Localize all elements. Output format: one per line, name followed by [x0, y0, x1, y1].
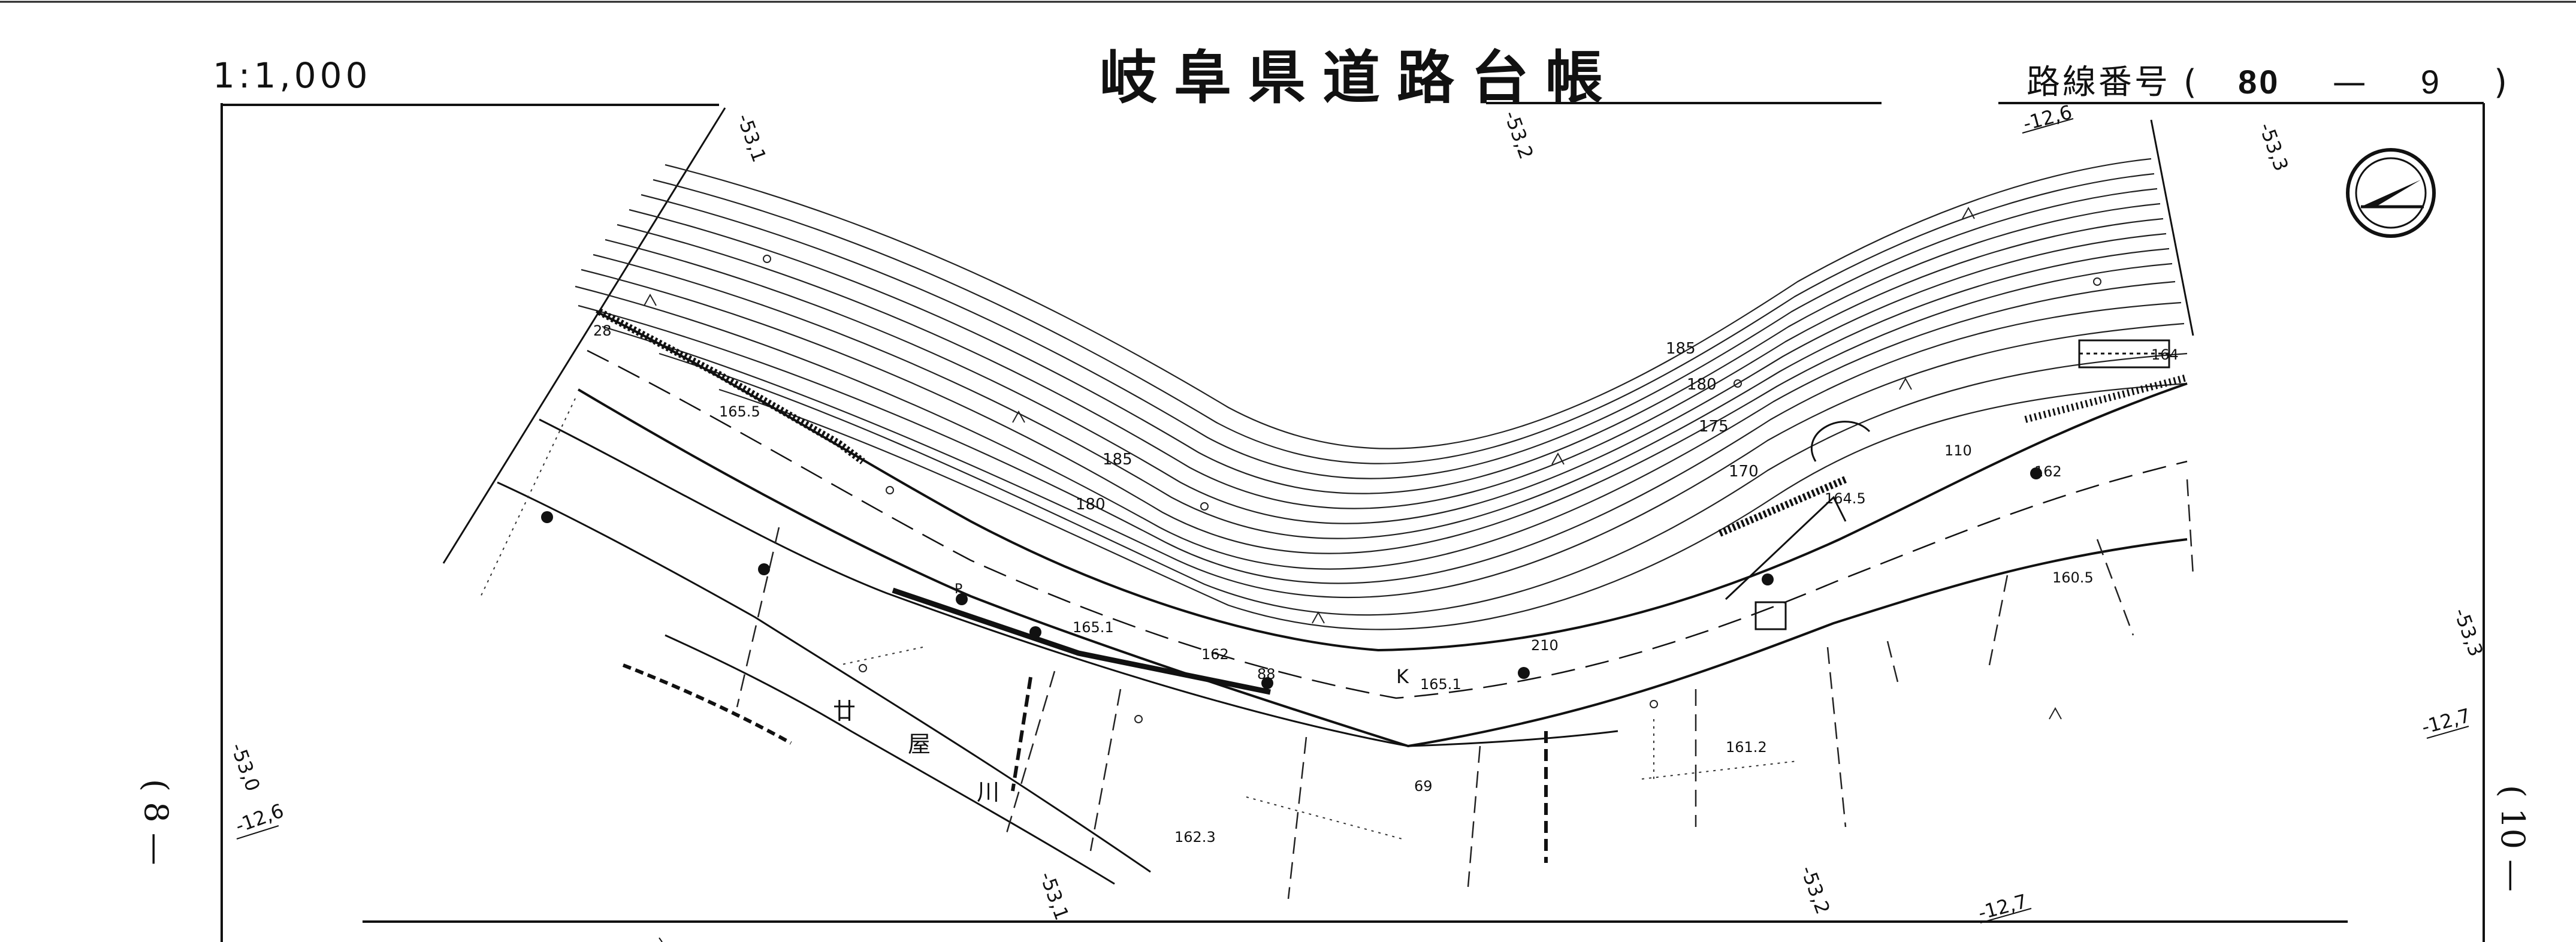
route-dash: — — [2332, 63, 2369, 102]
elev-1623: 162.3 — [1174, 829, 1216, 846]
grid-bottom-3: -12,7 — [1976, 890, 2030, 925]
elev-1651b: 165.1 — [1420, 676, 1461, 693]
elevation-labels: 165.5 165.1 165.1 164.5 164 162 160.5 16… — [593, 322, 2179, 846]
contour-lines — [575, 158, 2188, 630]
mark-p: P — [955, 582, 962, 597]
mark-162: 162 — [1201, 646, 1229, 663]
grid-labels: -53,1 -53,2 -53,3 -12,6 -53,0 -12,6 -53,… — [226, 101, 2487, 925]
elev-1605: 160.5 — [2052, 569, 2094, 586]
building-small — [1754, 601, 1787, 630]
contour-label-170: 170 — [1729, 463, 1759, 481]
route-page-number: 9 — [2420, 63, 2442, 101]
parcel-boundaries — [736, 479, 2194, 899]
map-scale: 1:1,000 — [213, 55, 372, 96]
elev-164: 164 — [2151, 346, 2179, 363]
road-edges — [539, 310, 2188, 748]
grid-right-2: -12,7 — [2419, 704, 2473, 739]
grid-right-1: -53,3 — [2449, 605, 2487, 660]
north-arrow-icon — [2346, 148, 2436, 238]
route-open: ( — [2183, 63, 2199, 102]
contour-label-180: 180 — [1076, 496, 1106, 514]
elev-1655: 165.5 — [719, 403, 760, 420]
route-close: ) — [2494, 63, 2509, 102]
contour-label-175: 175 — [1699, 418, 1729, 436]
route-label: 路線番号 — [2027, 63, 2170, 102]
elev-1645: 164.5 — [1825, 490, 1866, 507]
parcel-boundaries-dotted — [479, 398, 1798, 840]
grid-bottom-1: -53,1 — [1035, 869, 1073, 923]
mark-k: K — [1396, 665, 1409, 688]
elev-1612: 161.2 — [1726, 739, 1767, 756]
grid-left-1: -53,0 — [226, 740, 264, 795]
grid-bottom-2: -53,2 — [1796, 863, 1834, 917]
grid-top-4: -12,6 — [2021, 101, 2074, 135]
map-title: 岐阜県道路台帳 — [1100, 44, 1620, 111]
route-main-number: 80 — [2238, 63, 2281, 101]
structures — [1011, 339, 2170, 863]
survey-points — [541, 467, 2042, 689]
contour-labels: 185 180 185 180 175 170 — [1076, 340, 1759, 514]
next-sheet-indicator: ( 10 — — [2494, 785, 2532, 892]
river-char-1: 廿 — [833, 698, 856, 724]
grid-top-3: -53,3 — [2254, 120, 2293, 174]
grid-top-1: -53,1 — [732, 111, 771, 165]
river-banks — [497, 481, 1151, 885]
sheet-boundary — [442, 107, 2194, 564]
mark-110: 110 — [1944, 442, 1972, 459]
retaining-wall — [597, 308, 2188, 695]
contour-label-180b: 180 — [1687, 376, 1717, 394]
vegetation-marks — [644, 206, 2101, 723]
elev-1651: 165.1 — [1073, 619, 1114, 636]
mark-69: 69 — [1414, 778, 1433, 795]
river-char-3: 川 — [977, 779, 999, 805]
route-number: 路線番号 ( 80 — 9 ) — [2027, 55, 2509, 104]
next-sheet-number: 10 — [2494, 808, 2532, 849]
river-char-2: 屋 — [908, 731, 931, 757]
grid-top-2: -53,2 — [1499, 108, 1538, 162]
mark-210: 210 — [1531, 637, 1559, 654]
river-name: 廿 屋 川 — [833, 698, 999, 805]
mark-28: 28 — [593, 322, 612, 339]
prev-sheet-number: 8 — [137, 802, 175, 823]
mark-88: 88 — [1257, 666, 1276, 683]
map-frame — [221, 102, 2485, 942]
grid-ticks — [236, 118, 2469, 942]
contour-label-185b: 185 — [1666, 340, 1696, 358]
prev-sheet-indicator: ( 8 — — [137, 779, 175, 865]
contour-label-185: 185 — [1103, 451, 1133, 469]
elev-162: 162 — [2034, 463, 2062, 480]
